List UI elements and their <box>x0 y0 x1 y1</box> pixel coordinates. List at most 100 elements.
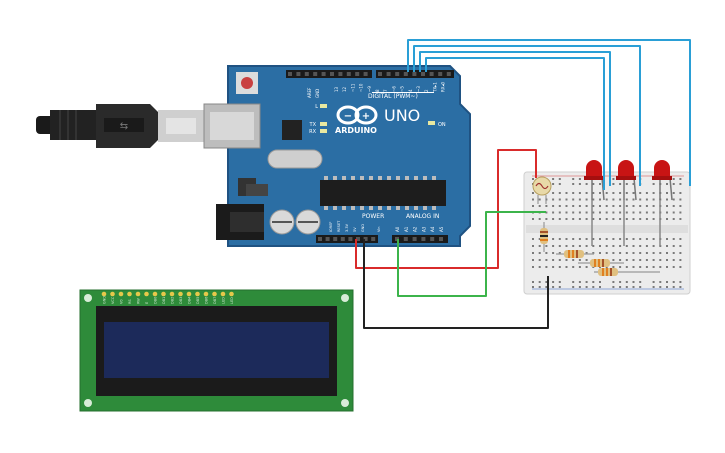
bb-hole[interactable] <box>545 211 548 214</box>
bb-hole[interactable] <box>585 286 588 288</box>
bb-hole[interactable] <box>619 281 622 283</box>
lcd-pin[interactable] <box>203 291 209 297</box>
bb-hole[interactable] <box>659 286 662 288</box>
lcd-pin[interactable] <box>229 291 234 297</box>
bb-hole[interactable] <box>652 183 655 185</box>
lcd-pin[interactable] <box>161 291 166 297</box>
bb-hole[interactable] <box>605 198 608 201</box>
bb-hole[interactable] <box>538 259 541 261</box>
bb-hole[interactable] <box>532 286 534 288</box>
bb-hole[interactable] <box>558 198 561 201</box>
bb-hole[interactable] <box>585 211 588 214</box>
bb-hole[interactable] <box>578 205 581 207</box>
bb-hole[interactable] <box>558 286 561 288</box>
bb-hole[interactable] <box>572 205 575 207</box>
bb-hole[interactable] <box>612 192 615 194</box>
bb-hole[interactable] <box>639 252 642 254</box>
bb-hole[interactable] <box>625 245 628 247</box>
bb-hole[interactable] <box>585 205 588 207</box>
lcd-pin[interactable] <box>169 291 175 297</box>
bb-hole[interactable] <box>652 266 655 268</box>
bb-hole[interactable] <box>565 205 568 207</box>
bb-hole[interactable] <box>612 183 615 185</box>
bb-hole[interactable] <box>672 205 675 207</box>
bb-hole[interactable] <box>645 266 648 268</box>
bb-hole[interactable] <box>538 205 541 207</box>
bb-hole[interactable] <box>592 252 595 254</box>
bb-hole[interactable] <box>632 238 635 240</box>
bb-hole[interactable] <box>552 183 555 185</box>
bb-hole[interactable] <box>599 211 601 214</box>
bb-hole[interactable] <box>666 266 668 268</box>
bb-hole[interactable] <box>572 281 575 283</box>
bb-hole[interactable] <box>538 238 541 240</box>
bb-hole[interactable] <box>605 218 608 220</box>
bb-hole[interactable] <box>558 192 561 194</box>
pin-hole[interactable] <box>421 237 426 241</box>
pin-hole[interactable] <box>355 72 360 76</box>
bb-hole[interactable] <box>612 281 615 283</box>
lcd-pin[interactable] <box>118 291 124 297</box>
bb-hole[interactable] <box>666 183 668 185</box>
bb-hole[interactable] <box>592 245 595 247</box>
bb-hole[interactable] <box>625 266 628 268</box>
pin-hole[interactable] <box>363 237 368 241</box>
bb-hole[interactable] <box>659 259 662 261</box>
bb-hole[interactable] <box>572 266 575 268</box>
bb-hole[interactable] <box>666 218 668 220</box>
bb-hole[interactable] <box>625 252 628 254</box>
bb-hole[interactable] <box>538 266 541 268</box>
bb-hole[interactable] <box>672 252 675 254</box>
bb-hole[interactable] <box>552 266 555 268</box>
pin-hole[interactable] <box>446 72 451 76</box>
bb-hole[interactable] <box>578 211 581 214</box>
pin-hole[interactable] <box>318 237 322 241</box>
bb-hole[interactable] <box>639 238 642 240</box>
bb-hole[interactable] <box>558 238 561 240</box>
bb-hole[interactable] <box>538 245 541 247</box>
pin-hole[interactable] <box>296 72 301 76</box>
bb-hole[interactable] <box>578 266 581 268</box>
bb-hole[interactable] <box>619 192 622 194</box>
bb-hole[interactable] <box>585 259 588 261</box>
bb-hole[interactable] <box>592 205 595 207</box>
bb-hole[interactable] <box>565 198 568 201</box>
bb-hole[interactable] <box>645 259 648 261</box>
bb-hole[interactable] <box>605 211 608 214</box>
bb-hole[interactable] <box>552 238 555 240</box>
bb-hole[interactable] <box>625 205 628 207</box>
bb-hole[interactable] <box>619 245 622 247</box>
bb-hole[interactable] <box>592 218 595 220</box>
bb-hole[interactable] <box>639 218 642 220</box>
bb-hole[interactable] <box>632 205 635 207</box>
bb-hole[interactable] <box>572 218 575 220</box>
bb-hole[interactable] <box>552 252 555 254</box>
pin-hole[interactable] <box>346 72 351 76</box>
bb-hole[interactable] <box>652 192 655 194</box>
bb-hole[interactable] <box>532 252 534 254</box>
bb-hole[interactable] <box>599 245 601 247</box>
pin-hole[interactable] <box>395 72 400 76</box>
bb-hole[interactable] <box>612 178 615 180</box>
bb-hole[interactable] <box>585 252 588 254</box>
bb-hole[interactable] <box>672 266 675 268</box>
bb-hole[interactable] <box>679 198 682 201</box>
lcd-pin[interactable] <box>144 291 149 297</box>
bb-hole[interactable] <box>639 198 642 201</box>
bb-hole[interactable] <box>666 198 668 201</box>
bb-hole[interactable] <box>545 205 548 207</box>
bb-hole[interactable] <box>605 205 608 207</box>
bb-hole[interactable] <box>672 286 675 288</box>
bb-hole[interactable] <box>645 192 648 194</box>
lcd-pin[interactable] <box>212 291 217 297</box>
bb-hole[interactable] <box>666 245 668 247</box>
bb-hole[interactable] <box>592 192 595 194</box>
bb-hole[interactable] <box>659 266 662 268</box>
bb-hole[interactable] <box>599 238 601 240</box>
bb-hole[interactable] <box>592 281 595 283</box>
bb-hole[interactable] <box>552 259 555 261</box>
bb-hole[interactable] <box>632 218 635 220</box>
bb-hole[interactable] <box>585 183 588 185</box>
pin-hole[interactable] <box>403 237 408 241</box>
bb-hole[interactable] <box>545 218 548 220</box>
